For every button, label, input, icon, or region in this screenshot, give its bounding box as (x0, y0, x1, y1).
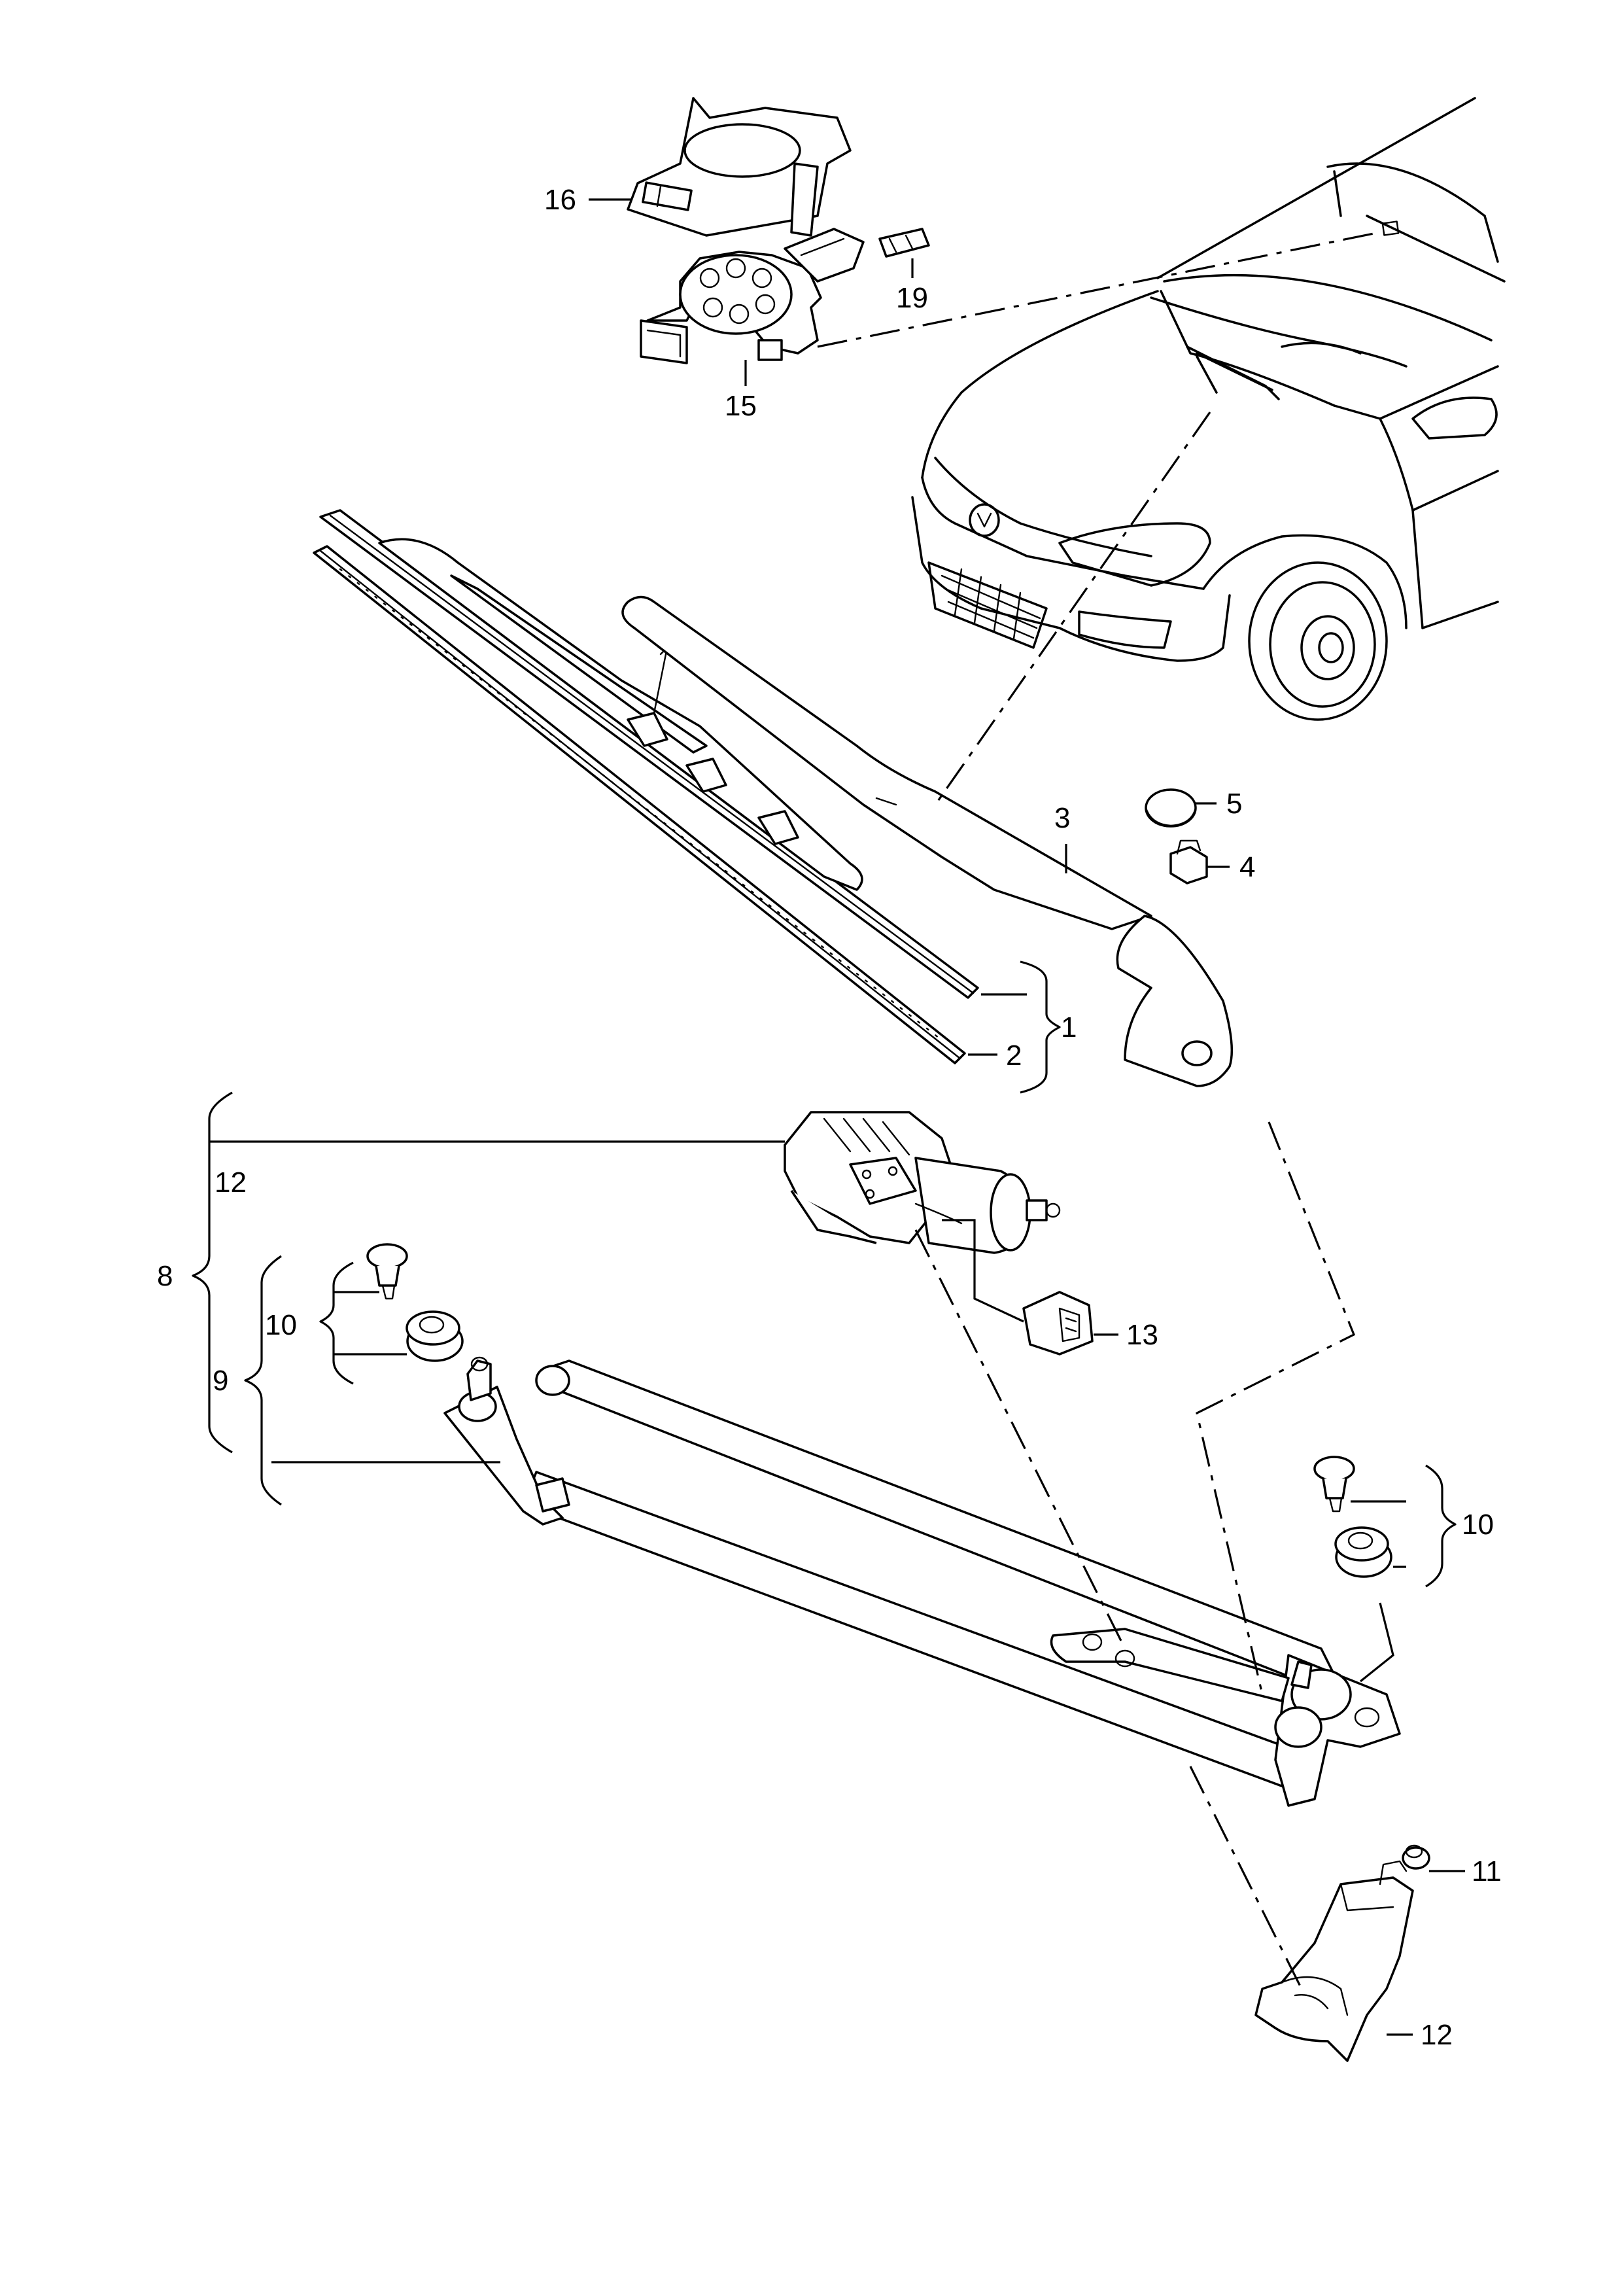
callout-8: 8 (157, 1260, 173, 1292)
nut-11 (1402, 1844, 1430, 1870)
callout-16: 16 (544, 184, 576, 216)
wiper-arm-3 (621, 595, 1234, 1087)
callout-4: 4 (1239, 851, 1255, 883)
callouts: 16 19 15 3 5 4 1 2 12 8 10 13 9 10 11 12 (157, 184, 1502, 2051)
callout-11: 11 (1472, 1855, 1502, 1887)
rain-sensor-15 (640, 228, 865, 364)
braces (192, 960, 1457, 1588)
connector-19 (878, 228, 930, 258)
callout-13: 13 (1126, 1319, 1158, 1351)
bolt-10-left (366, 1243, 408, 1300)
rain-sensor-cover-16 (627, 97, 852, 237)
bracket-12 (1254, 1860, 1414, 2062)
cap-5 (1145, 788, 1197, 828)
callout-10-right: 10 (1462, 1509, 1494, 1541)
callout-19: 19 (896, 282, 928, 314)
wiper-linkage-9 (443, 1356, 1401, 1807)
grommet-10-left (406, 1310, 464, 1362)
vehicle-illustration (911, 97, 1506, 721)
grommet-10-right (1334, 1526, 1392, 1578)
callout-2: 2 (1006, 1040, 1022, 1072)
callout-3: 3 (1054, 802, 1070, 834)
callout-12-bracket: 12 (1421, 2019, 1453, 2051)
hex-nut-4 (1169, 839, 1208, 885)
callout-5: 5 (1226, 788, 1242, 820)
wiper-motor-12 (784, 1111, 1061, 1254)
bolt-10-right (1313, 1456, 1355, 1513)
connector-13 (1022, 1291, 1094, 1356)
callout-10-left: 10 (265, 1309, 297, 1341)
callout-9: 9 (213, 1365, 228, 1397)
callout-12-motor: 12 (215, 1166, 247, 1199)
wiper-blade-1 (319, 509, 979, 999)
callout-1: 1 (1061, 1011, 1077, 1043)
assembly-lines (817, 231, 1381, 1989)
leaders (209, 198, 1465, 2036)
callout-15: 15 (725, 390, 757, 422)
wiper-blade-2 (313, 545, 966, 1064)
